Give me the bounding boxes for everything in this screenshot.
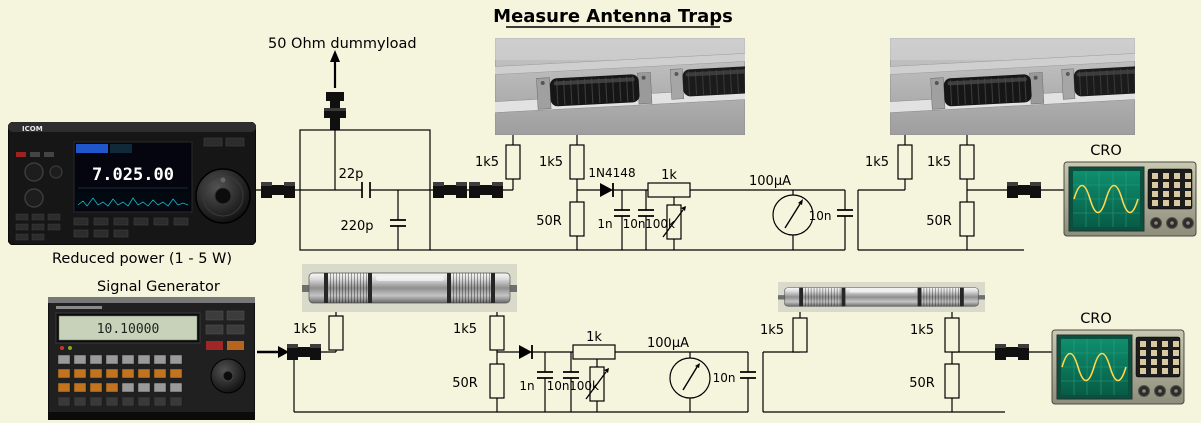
cro-oscilloscope-bottom xyxy=(1051,329,1185,405)
generator-display xyxy=(58,315,198,341)
resistor-1k xyxy=(572,344,616,360)
label-reduced-power: Reduced power (1 - 5 W) xyxy=(52,251,232,267)
resistor-1k5-out xyxy=(569,144,585,180)
label-c2: 10n xyxy=(623,217,646,231)
resistor-50r xyxy=(944,363,960,399)
label-meter: 100µA xyxy=(647,336,689,351)
label-r-in: 1k5 xyxy=(475,155,499,170)
label-r-load: 50R xyxy=(536,214,562,229)
label-r-out: 1k5 xyxy=(927,155,951,170)
page-title: Measure Antenna Traps xyxy=(493,6,733,27)
resistor-1k xyxy=(647,182,691,198)
coax-trap-photo-bottom-left xyxy=(302,264,517,312)
icom-transceiver-photo: ICOM 7.025.00 xyxy=(8,122,256,245)
label-r-series: 1k xyxy=(586,330,602,345)
bottom-scope-circuit: 1k5 1k5 50R CRO xyxy=(760,311,1185,413)
label-c2: 10n xyxy=(547,379,570,393)
resistor-1k5-out xyxy=(959,144,975,180)
top-scope-circuit: 1k5 1k5 50R CRO xyxy=(857,135,1197,251)
label-r-series: 1k xyxy=(661,168,677,183)
label-signal-generator: Signal Generator xyxy=(97,279,220,295)
attenuator-box: 22p 220p xyxy=(299,129,431,251)
label-c1: 1n xyxy=(597,217,612,231)
bnc-connector-pair xyxy=(287,344,321,360)
capacitor-10n xyxy=(563,371,579,379)
dummyload-connector xyxy=(324,92,346,130)
resistor-50r xyxy=(959,201,975,237)
resistor-50r xyxy=(489,363,505,399)
capacitor-10n xyxy=(638,209,654,217)
dummyload-arrow xyxy=(330,50,340,88)
capacitor-10n-meter xyxy=(837,209,853,217)
bnc-connector-pair xyxy=(1007,182,1041,198)
capacitor-1n xyxy=(537,371,553,379)
coax-trap-photo-bottom-right xyxy=(778,282,985,312)
resistor-1k5-in xyxy=(792,317,808,353)
meter-100ua xyxy=(669,357,711,399)
resistor-1k5-in xyxy=(505,144,521,180)
label-c-meter: 10n xyxy=(713,371,736,385)
meter-100ua xyxy=(772,194,814,236)
diode-1n4148 xyxy=(600,183,614,197)
generator-output-arrow xyxy=(257,346,289,358)
capacitor-220p xyxy=(390,219,406,227)
wires xyxy=(762,312,1052,413)
signal-generator-photo: 10.10000 xyxy=(48,297,255,420)
label-r-load: 50R xyxy=(452,376,478,391)
label-r-in: 1k5 xyxy=(865,155,889,170)
diode xyxy=(519,345,533,359)
potentiometer-100k xyxy=(585,366,609,402)
resistor-50r xyxy=(569,201,585,237)
label-cap-220p: 220p xyxy=(340,219,373,234)
label-r-load: 50R xyxy=(909,376,935,391)
top-meter-circuit: 1k5 1k5 1N4148 1k 50R 1n 10n 100k 100µA … xyxy=(256,135,853,251)
resistor-1k5-out xyxy=(944,317,960,353)
bottom-meter-circuit: 1k5 1k5 50R 1k 1n 10n 100k 100µA 10n xyxy=(257,312,756,413)
capacitor-10n-meter xyxy=(740,371,756,379)
label-cro: CRO xyxy=(1090,143,1122,159)
wires xyxy=(293,312,749,413)
label-r-in: 1k5 xyxy=(760,323,784,338)
label-c1: 1n xyxy=(519,379,534,393)
bnc-connector-pair xyxy=(995,344,1029,360)
label-r-out: 1k5 xyxy=(453,322,477,337)
label-pot: 100k xyxy=(645,217,675,231)
label-cap-22p: 22p xyxy=(339,167,364,182)
resistor-1k5-out xyxy=(489,315,505,351)
resistor-1k5-in xyxy=(897,144,913,180)
label-r-out: 1k5 xyxy=(539,155,563,170)
antenna-trap-photo-top-right xyxy=(890,38,1135,135)
generator-frequency-display: 10.10000 xyxy=(97,322,160,337)
radio-brand-logo: ICOM xyxy=(22,125,43,133)
radio-frequency-display: 7.025.00 xyxy=(92,165,174,185)
label-diode: 1N4148 xyxy=(588,166,635,180)
bnc-connector-pair xyxy=(261,182,295,198)
label-cro: CRO xyxy=(1080,311,1112,327)
bnc-connector-pair xyxy=(469,182,503,198)
label-r-out: 1k5 xyxy=(910,323,934,338)
capacitor-22p xyxy=(361,182,371,198)
capacitor-1n xyxy=(614,209,630,217)
label-pot: 100k xyxy=(569,379,599,393)
label-c-meter: 10n xyxy=(809,209,832,223)
antenna-trap-photo-top-left xyxy=(495,38,745,135)
resistor-1k5-in xyxy=(328,315,344,351)
label-meter: 100µA xyxy=(749,174,791,189)
label-r-in: 1k5 xyxy=(293,322,317,337)
bnc-connector-pair xyxy=(433,182,467,198)
potentiometer-100k xyxy=(662,204,686,240)
cro-oscilloscope-top xyxy=(1063,161,1197,237)
label-dummyload: 50 Ohm dummyload xyxy=(268,36,417,52)
label-r-load: 50R xyxy=(926,214,952,229)
